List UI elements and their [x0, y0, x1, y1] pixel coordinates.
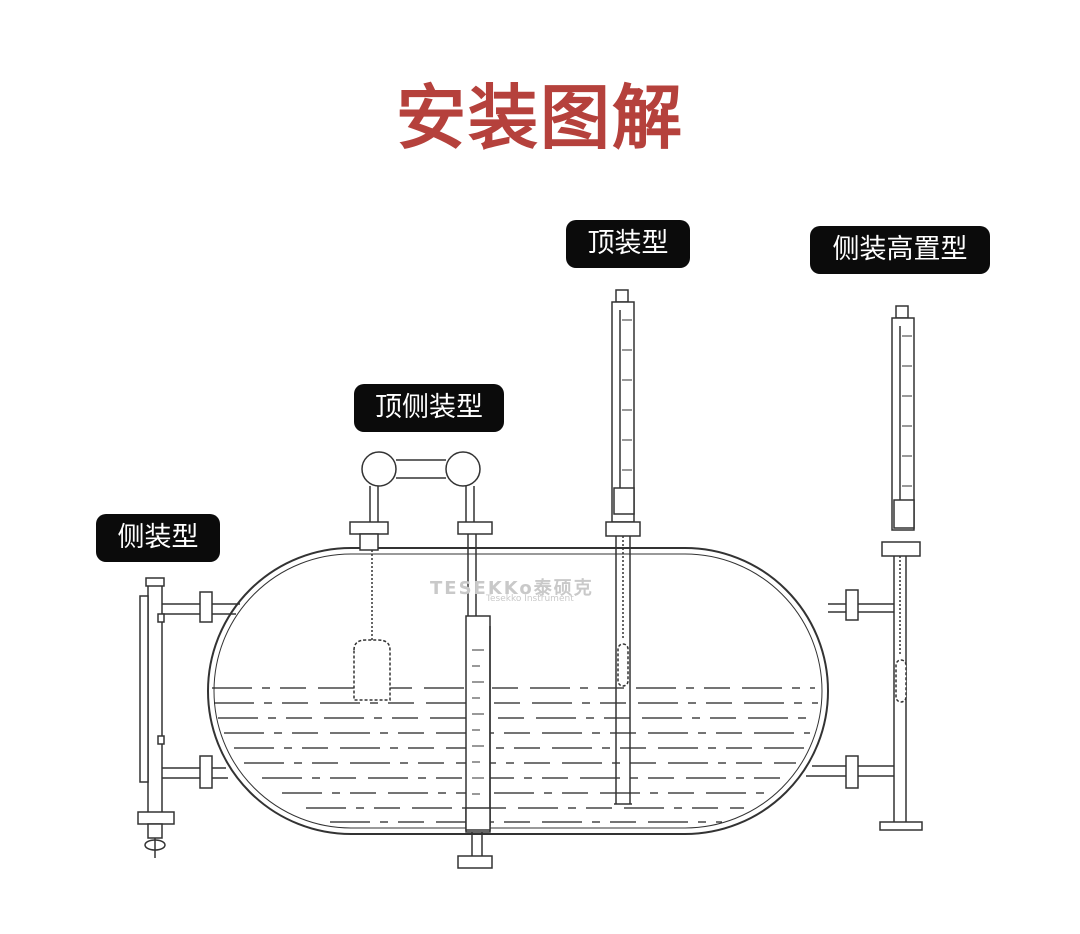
side-mount-gauge [137, 577, 240, 858]
side-high-ticks [902, 335, 912, 487]
page-title: 安装图解 [396, 77, 684, 159]
label-top-mount: 顶装型 [566, 220, 690, 268]
watermark-brand: TESEKKo泰硕克 [430, 578, 594, 599]
tank [207, 547, 829, 835]
label-side-high-mount: 侧装高置型 [810, 226, 990, 274]
side-high-mount-gauge [806, 305, 923, 831]
top-side-mount-gauge [349, 451, 493, 869]
top-side-ticks [472, 649, 484, 795]
top-mount-gauge [605, 289, 641, 805]
top-mount-ticks [622, 319, 632, 471]
watermark-sub: Tesekko Instrument [486, 594, 574, 604]
liquid-lines [212, 687, 818, 823]
label-top-side-mount: 顶侧装型 [354, 384, 504, 432]
label-side-mount: 侧装型 [96, 514, 220, 562]
